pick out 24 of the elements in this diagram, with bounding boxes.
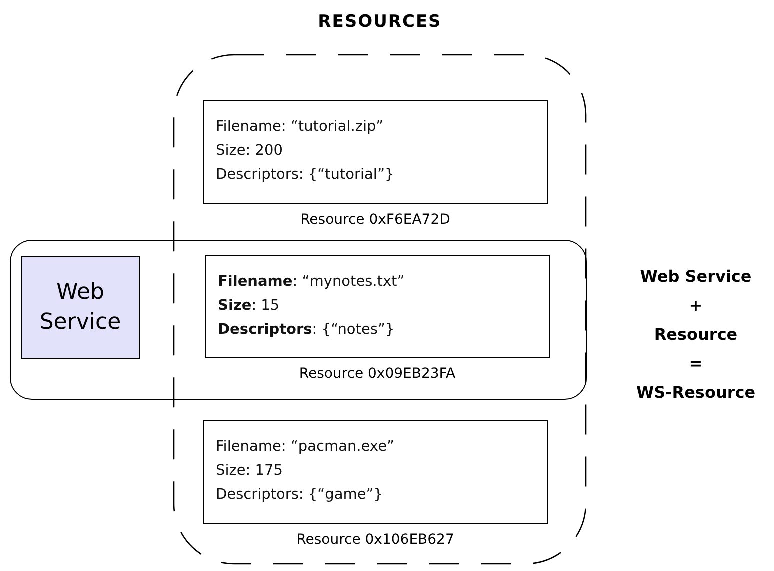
- box-label: Web Service: [38, 278, 122, 336]
- resource-box: [203, 420, 548, 524]
- rounded-outline: [10, 240, 587, 400]
- equation-text: Web Service: [639, 266, 753, 288]
- equation-text: Resource: [653, 324, 739, 346]
- resource-box: [205, 255, 550, 358]
- equation-text: +: [688, 295, 704, 317]
- resource-box: [203, 100, 548, 204]
- equation-text: WS-Resource: [635, 382, 757, 404]
- property-line: Size: 200: [216, 142, 284, 161]
- group-title: RESOURCES: [317, 12, 443, 32]
- property-line: Descriptors: {“game”}: [216, 486, 384, 505]
- resource-caption: Resource 0x09EB23FA: [298, 366, 457, 382]
- resource-caption: Resource 0x106EB627: [296, 532, 456, 548]
- property-line: Filename: “mynotes.txt”: [218, 273, 406, 292]
- property-line: Size: 15: [218, 297, 281, 316]
- service-box: [21, 256, 140, 359]
- property-line: Filename: “pacman.exe”: [216, 438, 396, 457]
- resource-caption: Resource 0xF6EA72D: [300, 212, 452, 228]
- property-line: Descriptors: {“tutorial”}: [216, 166, 396, 185]
- property-line: Filename: “tutorial.zip”: [216, 118, 385, 137]
- equation-text: =: [688, 353, 704, 375]
- property-line: Size: 175: [216, 462, 284, 481]
- property-line: Descriptors: {“notes”}: [218, 321, 396, 340]
